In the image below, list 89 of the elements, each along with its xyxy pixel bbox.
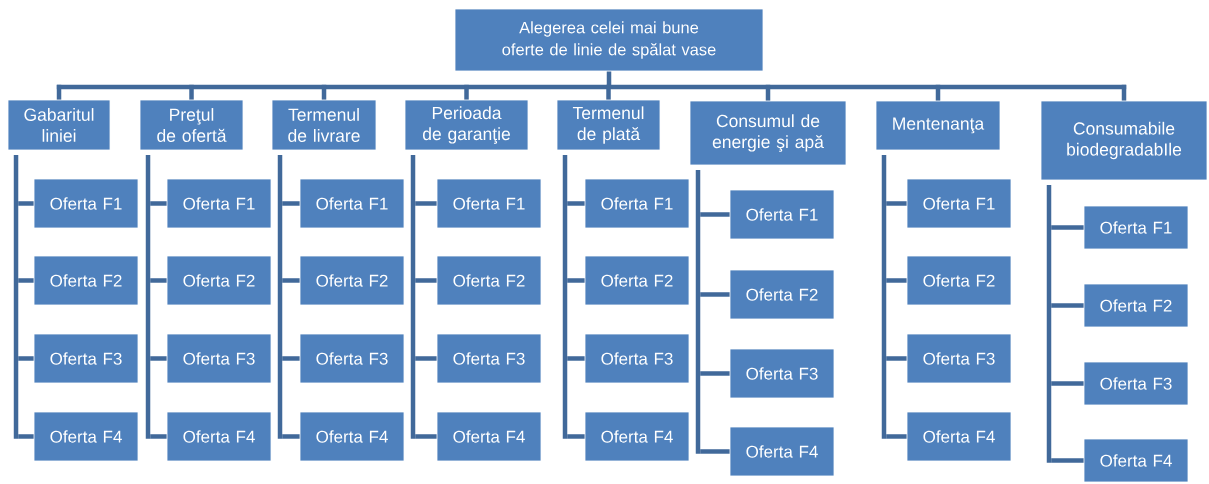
connector-line [1121,84,1127,101]
connector-line [282,278,300,283]
connector-line [700,371,730,376]
connector-line [150,356,167,361]
connector-line [415,201,437,206]
connector-line [1051,458,1084,463]
offer-box: Oferta F2 [1083,283,1189,328]
offer-box: Oferta F1 [299,178,405,229]
connector-line [695,170,701,454]
criterion-box: Consumabile biodegradabIle [1040,100,1208,181]
connector-line [189,84,194,100]
connector-line [567,201,585,206]
connector-line [321,84,327,100]
offer-box: Oferta F3 [166,333,272,384]
offer-box: Oferta F3 [299,333,405,384]
offer-box: Oferta F3 [584,333,690,384]
connector-line [886,434,907,439]
criterion-box: Termenul de plată [556,99,661,151]
offer-box: Oferta F2 [906,255,1012,306]
connector-line [886,356,907,361]
connector-line [145,155,151,439]
connector-line [282,356,300,361]
connector-line [1046,185,1052,463]
connector-line [410,155,416,439]
criterion-box: Consumul de energie şi apă [689,100,847,166]
connector-line [567,434,585,439]
connector-line [282,201,300,206]
offer-box: Oferta F4 [729,426,835,477]
connector-line [700,212,730,217]
connector-line [18,278,34,283]
connector-line [56,84,62,100]
offer-box: Oferta F2 [729,269,835,320]
connector-line [150,434,167,439]
offer-box: Oferta F1 [729,189,835,240]
connector-line [886,201,907,206]
offer-box: Oferta F1 [906,178,1012,229]
offer-box: Oferta F4 [166,411,272,462]
criterion-box: Termenul de livrare [271,99,377,151]
offer-box: Oferta F3 [1083,361,1189,406]
connector-line [700,449,730,454]
connector-line [567,356,585,361]
connector-line [1051,381,1084,386]
offer-box: Oferta F2 [436,255,542,306]
criterion-box: Gabaritul liniei [7,99,111,151]
connector-line [18,201,34,206]
connector-line [18,434,34,439]
connector-line [881,155,887,439]
connector-line [567,278,585,283]
connector-line [1051,303,1084,308]
connector-line [886,278,907,283]
offer-box: Oferta F1 [166,178,272,229]
offer-box: Oferta F4 [436,411,542,462]
connector-line [18,356,34,361]
offer-box: Oferta F4 [33,411,139,462]
offer-box: Oferta F4 [1083,438,1189,483]
connector-line [415,356,437,361]
connector-line [935,84,941,101]
connector-line [150,201,167,206]
criterion-box: Mentenanţa [875,100,1001,151]
offer-box: Oferta F2 [166,255,272,306]
offer-box: Oferta F4 [906,411,1012,462]
offer-box: Oferta F3 [729,348,835,399]
offer-box: Oferta F1 [436,178,542,229]
connector-line [415,278,437,283]
offer-box: Oferta F1 [33,178,139,229]
offer-box: Oferta F4 [299,411,405,462]
connector-line [277,155,283,439]
offer-box: Oferta F3 [906,333,1012,384]
connector-line [765,84,771,101]
offer-box: Oferta F1 [1083,205,1189,250]
offer-box: Oferta F3 [436,333,542,384]
connector-line [282,434,300,439]
connector-line [415,434,437,439]
connector-line [13,155,19,439]
offer-box: Oferta F1 [584,178,690,229]
connector-line [464,84,469,100]
goal-box: Alegerea celei mai bune oferte de linie de spălat vase [454,8,764,72]
criterion-box: Perioada de garanţie [404,99,529,151]
offer-box: Oferta F2 [33,255,139,306]
offer-box: Oferta F2 [584,255,690,306]
offer-box: Oferta F4 [584,411,690,462]
offer-box: Oferta F3 [33,333,139,384]
connector-line [606,84,611,100]
connector-line [700,292,730,297]
connector-line [150,278,167,283]
criterion-box: Preţul de ofertă [139,99,244,151]
connector-line [1051,225,1084,230]
offer-box: Oferta F2 [299,255,405,306]
connector-line [562,155,568,439]
